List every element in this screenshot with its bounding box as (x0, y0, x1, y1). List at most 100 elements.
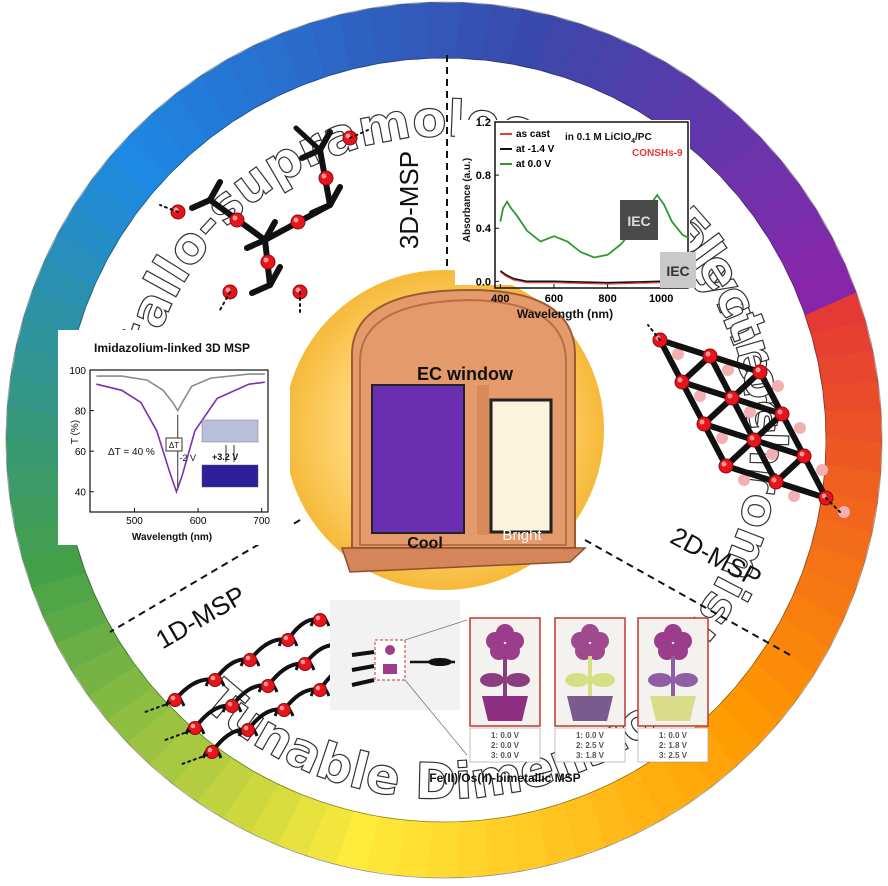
metal-node (225, 699, 239, 713)
abs-annotation-electrolyte: in 0.1 M LiClO4/PC (565, 132, 652, 145)
ring-segment (792, 263, 857, 316)
inset-photo-colored (620, 200, 658, 240)
metal-node (261, 679, 275, 693)
bond (657, 337, 685, 385)
ring-segment (31, 564, 96, 617)
ring-segment (200, 59, 259, 125)
panel-voltage-label: 2: 0.0 V (491, 741, 520, 750)
ring-segment (530, 802, 578, 866)
ring-segment (127, 700, 190, 765)
metal-node-highlight (321, 173, 327, 179)
metal-node (298, 657, 312, 671)
bond (679, 379, 735, 401)
back-node (722, 364, 734, 376)
ring-segment (152, 93, 214, 158)
trans-title: Imidazolium-linked 3D MSP (94, 341, 250, 355)
abs-xlabel: Wavelength (nm) (517, 307, 613, 321)
flower-leaf-left (565, 673, 589, 687)
bright-pane (489, 398, 553, 534)
bond (293, 125, 323, 153)
ring-segment (6, 406, 64, 443)
ring-segment (732, 662, 798, 724)
metal-node-highlight (283, 635, 289, 641)
inset-label-bleached: IEC (666, 263, 689, 279)
ring-segment (821, 464, 881, 504)
ring-segment (6, 433, 64, 469)
cool-pane (371, 384, 465, 534)
trans-xtick-label: 700 (253, 516, 270, 527)
zoom-line-bottom (404, 679, 468, 756)
ring-segment (824, 411, 882, 447)
back-node (794, 422, 806, 434)
flower-pot (482, 696, 528, 721)
trans-series (96, 373, 265, 495)
ring-segment (778, 593, 844, 648)
ring-segment (585, 34, 639, 100)
ring-segment (581, 782, 635, 848)
ring-segment (196, 753, 255, 819)
flower-leaf-right (674, 673, 698, 687)
ring-segment (749, 640, 815, 700)
bond (244, 237, 268, 251)
ring-segment (400, 2, 437, 61)
bond (723, 463, 779, 485)
flower-pot (650, 696, 696, 721)
trans-frame (89, 369, 269, 513)
device-connector-tip (428, 658, 452, 666)
abs-xtick-label: 1000 (649, 293, 673, 305)
ring-segment (310, 14, 358, 78)
ring-segment (780, 236, 846, 291)
abs-xtick-label: 600 (545, 293, 563, 305)
ring-segment (277, 791, 329, 856)
panel-voltage-label: 2: 2.5 V (576, 741, 605, 750)
series-at-0V (499, 193, 689, 259)
ring-segment (33, 259, 98, 312)
metal-node (313, 613, 327, 627)
ring-segment (766, 209, 832, 267)
back-node (838, 506, 850, 518)
ring-segment (694, 703, 758, 768)
ring-segment (790, 568, 855, 621)
ring-segment (534, 15, 582, 79)
metal-node-highlight (705, 351, 711, 357)
bond (707, 353, 763, 375)
metal-node (188, 721, 202, 735)
back-node (744, 406, 756, 418)
metal-node-highlight (207, 747, 213, 753)
ring-segment (504, 810, 549, 872)
ring-segment (9, 486, 71, 530)
ring-segment (249, 780, 303, 846)
ring-segment (7, 376, 67, 416)
metal-node (674, 374, 690, 390)
ring-segment (481, 4, 523, 65)
panel-voltage-label: 3: 1.8 V (576, 751, 605, 760)
bond (327, 184, 343, 208)
bond (729, 395, 757, 443)
bond (207, 179, 223, 203)
rainbow-ring (5, 1, 883, 879)
ring-segment (73, 180, 139, 240)
metal-node (277, 703, 291, 717)
window-sill (340, 547, 587, 573)
metal-node-highlight (263, 257, 269, 263)
ring-segment (677, 96, 739, 161)
metal-node-highlight (721, 461, 727, 467)
trans-ytick-label: 100 (69, 366, 86, 377)
bond (189, 197, 213, 211)
metal-node-highlight (315, 685, 321, 691)
trans-v-plus: +3.2 V (212, 452, 238, 462)
device-photo-colored (201, 464, 259, 488)
ring-segment (306, 801, 354, 865)
abs-ytick-label: 1.2 (476, 117, 491, 129)
dotted-bond (181, 754, 208, 765)
trans-delta-box (165, 437, 183, 452)
ring-segment (751, 184, 817, 243)
metal-node (696, 416, 712, 432)
bond (267, 264, 283, 288)
flower-petal (670, 642, 688, 660)
ring-segment (130, 112, 194, 177)
ring-segment (714, 683, 779, 747)
metal-node (702, 348, 718, 364)
